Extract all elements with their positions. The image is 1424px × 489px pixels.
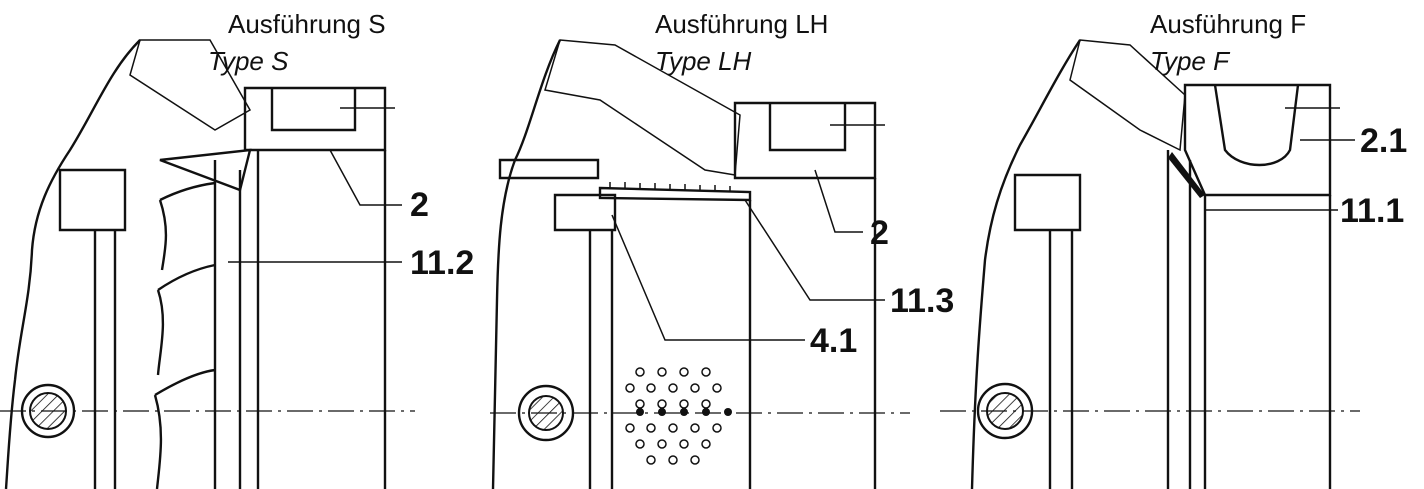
panel-f-bearing-block — [1013, 173, 1082, 232]
panel-lh-subtitle: Type LH — [655, 46, 752, 76]
panel-s-housing-section — [129, 39, 252, 131]
panel-f-seal-strip — [1168, 152, 1205, 198]
panel-lh-housing-edge — [491, 39, 562, 489]
panel-lh-leader-4-1 — [611, 214, 805, 341]
panel-s-flight-1 — [158, 181, 216, 271]
panel-lh-flange-recess — [768, 103, 847, 152]
panel-lh-flange-ring — [733, 101, 877, 180]
panel-lh-screen-holes — [625, 367, 732, 465]
panel-lh-liner-top — [498, 158, 600, 180]
panel-type-f: Ausführung F Type F 2.1 11.1 — [940, 9, 1407, 489]
panel-lh-leader-11-3 — [744, 199, 885, 301]
panel-s-callout-11-2: 11.2 — [410, 244, 474, 282]
panel-f-callout-2-1: 2.1 — [1360, 122, 1407, 160]
panel-f-title: Ausführung F — [1150, 9, 1306, 39]
panel-s-flange-recess — [270, 88, 357, 132]
panel-f-flange-ring — [1183, 83, 1332, 197]
panel-lh-perforation-teeth — [609, 182, 731, 192]
panel-s-leader-2 — [329, 149, 402, 206]
panel-f-housing-edge — [970, 39, 1081, 489]
panel-lh-bearing-block — [553, 193, 617, 232]
panel-lh-title: Ausführung LH — [655, 9, 828, 39]
panel-s-flight-2 — [156, 263, 216, 376]
panel-s-title: Ausführung S — [228, 9, 386, 39]
panel-lh-housing-section — [544, 39, 741, 176]
panel-f-subtitle: Type F — [1150, 46, 1231, 76]
panel-lh-callout-2: 2 — [870, 214, 889, 252]
panel-f-callout-11-1: 11.1 — [1340, 192, 1404, 230]
panel-lh-callout-4-1: 4.1 — [810, 322, 857, 360]
panel-s-bearing-block — [58, 168, 127, 232]
panel-s-seal-lip — [159, 148, 252, 192]
panel-s-subtitle: Type S — [208, 46, 289, 76]
panel-lh-leader-2 — [814, 169, 863, 233]
panel-type-s: Ausführung S Type S 2 11.2 — [0, 9, 474, 489]
panel-lh-callout-11-3: 11.3 — [890, 282, 954, 320]
panel-f-housing-section — [1069, 39, 1186, 152]
panel-s-callout-2: 2 — [410, 186, 429, 224]
panel-s-flight-3 — [153, 368, 216, 489]
panel-f-flange-recess — [1213, 84, 1300, 167]
panel-s-housing-edge — [4, 39, 141, 489]
panel-lh-perforated-plate — [598, 186, 752, 202]
panel-s-flange-ring — [243, 86, 387, 152]
panel-type-lh: Ausführung LH Type LH — [490, 9, 954, 489]
